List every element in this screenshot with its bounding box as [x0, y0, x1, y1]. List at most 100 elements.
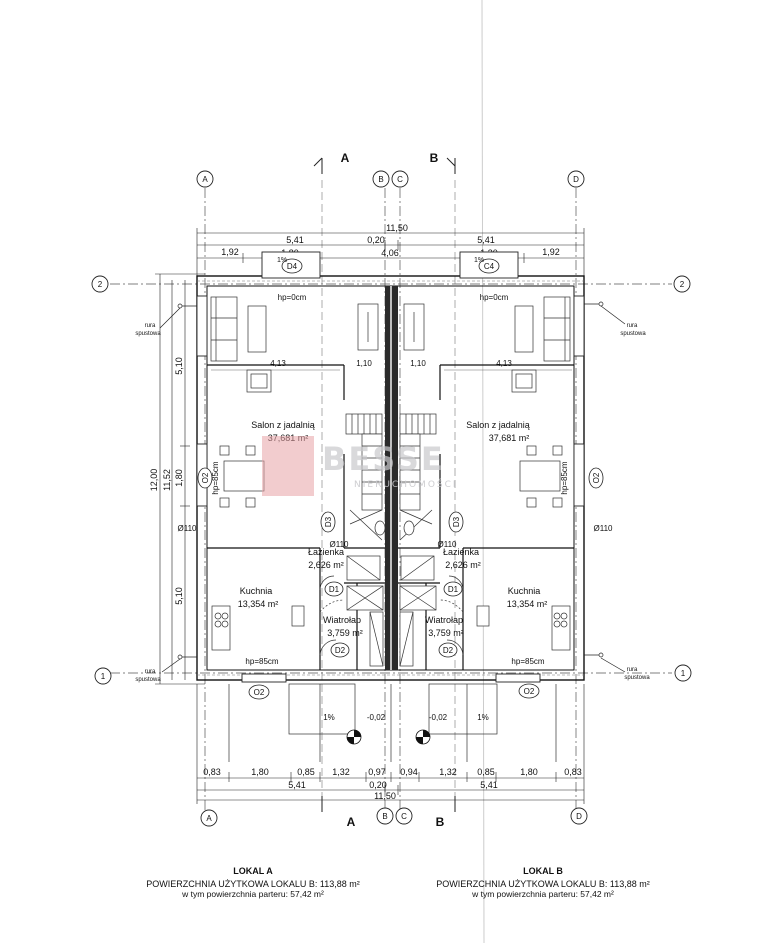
tag-d1-right: D1 — [448, 585, 459, 594]
tag-d2-left: D2 — [335, 646, 346, 655]
level-markers — [346, 729, 431, 745]
opening-tags — [197, 258, 604, 700]
dim-top-l1: 1,92 — [221, 247, 239, 257]
grid-c-bottom: C — [401, 812, 407, 821]
pipe-left: Ø110 — [178, 524, 198, 533]
dim-inner-110-left: 1,10 — [356, 359, 372, 368]
hp0-left: hp=0cm — [278, 293, 307, 302]
slope-tag-l: 1% — [277, 257, 287, 264]
section-a-top: A — [341, 151, 350, 165]
grid-d-top: D — [573, 175, 579, 184]
caption-a-title: LOKAL A — [233, 866, 273, 876]
dim-side-top: 5,10 — [174, 357, 184, 375]
level-left: -0,02 — [367, 713, 386, 722]
tag-d3-left: D3 — [324, 516, 333, 527]
grid-1-left: 1 — [101, 672, 106, 681]
tag-d1-left: D1 — [329, 585, 340, 594]
tag-o2-right: O2 — [592, 472, 601, 483]
caption-a-ground: w tym powierzchnia parteru: 57,42 m² — [182, 889, 324, 899]
dim-top-left-half: 5,41 — [286, 235, 304, 245]
dim-bottom-8: 0,85 — [477, 767, 495, 777]
grid-b-top: B — [378, 175, 383, 184]
hp85-bottom-right: hp=85cm — [511, 657, 544, 666]
dim-bottom-1: 0,83 — [203, 767, 221, 777]
dim-side-total: 12,00 — [149, 469, 159, 492]
room-lazienka-right-area: 2,626 m² — [445, 560, 481, 570]
dim-bottom-2: 1,80 — [251, 767, 269, 777]
room-kuchnia-left: Kuchnia — [240, 586, 273, 596]
grid-b-bottom: B — [382, 812, 387, 821]
grid-c-top: C — [397, 175, 403, 184]
room-salon-left-area: 37,681 m² — [268, 433, 309, 443]
grid-d-bottom: D — [576, 812, 582, 821]
tag-d4: D4 — [287, 262, 298, 271]
caption-b-area: POWIERZCHNIA UŻYTKOWA LOKALU B: 113,88 m… — [436, 879, 650, 889]
slope-entrance-right: 1% — [477, 713, 489, 722]
dim-bottom-9: 1,80 — [520, 767, 538, 777]
dim-top-total: 11,50 — [386, 223, 408, 233]
hp85-right: hp=85cm — [560, 461, 569, 494]
room-lazienka-left-area: 2,626 m² — [308, 560, 344, 570]
dim-side-inner: 11,52 — [162, 469, 172, 491]
dim-bottom-total: 11,50 — [374, 791, 396, 801]
spustowa-label-br: spustowa — [624, 675, 650, 681]
tag-c4: C4 — [484, 262, 495, 271]
tag-o2-bl: O2 — [254, 688, 265, 697]
rura-label-bl: rura — [145, 669, 156, 675]
dim-inner-413-right: 4,13 — [496, 359, 512, 368]
rura-label-tl: rura — [145, 323, 156, 329]
caption-unit-a: LOKAL A POWIERZCHNIA UŻYTKOWA LOKALU B: … — [128, 866, 378, 899]
dim-side-mid: 1,80 — [174, 469, 184, 487]
room-salon-right-area: 37,681 m² — [489, 433, 530, 443]
caption-b-title: LOKAL B — [523, 866, 563, 876]
grid-2-right: 2 — [680, 280, 685, 289]
grid-a-top: A — [202, 175, 208, 184]
spustowa-label-tl: spustowa — [135, 331, 161, 337]
dim-inner-413-left: 4,13 — [270, 359, 286, 368]
fixtures — [211, 520, 571, 667]
spustowa-label-tr: spustowa — [620, 331, 646, 337]
dim-bottom-right-half: 5,41 — [480, 780, 498, 790]
room-wiatrolap-left: Wiatrołap — [323, 615, 361, 625]
pipe-center-left: Ø110 — [330, 540, 350, 549]
grid-1-right: 1 — [681, 669, 686, 678]
dim-bottom — [196, 684, 585, 804]
section-b-top: B — [430, 151, 439, 165]
dim-bottom-middle: 0,20 — [369, 780, 387, 790]
room-kuchnia-left-area: 13,354 m² — [238, 599, 279, 609]
dim-top-center: 4,06 — [381, 248, 399, 258]
dim-top-r2: 1,92 — [542, 247, 560, 257]
hp0-right: hp=0cm — [480, 293, 509, 302]
rura-label-br: rura — [627, 667, 638, 673]
section-lines — [313, 157, 456, 812]
pipe-right: Ø110 — [594, 524, 614, 533]
room-lazienka-left: Łazienka — [308, 547, 344, 557]
dim-bottom-6: 0,94 — [400, 767, 418, 777]
room-kuchnia-right: Kuchnia — [508, 586, 541, 596]
tag-o2-br: O2 — [524, 687, 535, 696]
level-right: -0,02 — [429, 713, 448, 722]
hp85-left: hp=85cm — [211, 461, 220, 494]
room-lazienka-right: Łazienka — [443, 547, 479, 557]
dim-side — [155, 273, 205, 685]
grid-bubbles — [91, 170, 692, 827]
dim-bottom-3: 0,85 — [297, 767, 315, 777]
dim-bottom-5: 0,97 — [368, 767, 386, 777]
downspouts — [159, 301, 626, 673]
furniture — [210, 296, 571, 508]
dim-top-right-half: 5,41 — [477, 235, 495, 245]
room-salon-right: Salon z jadalnią — [466, 420, 530, 430]
dim-top — [196, 228, 585, 280]
room-wiatrolap-right-area: 3,759 m² — [428, 628, 464, 638]
slope-entrance-left: 1% — [323, 713, 335, 722]
room-wiatrolap-left-area: 3,759 m² — [327, 628, 363, 638]
hp85-bottom-left: hp=85cm — [245, 657, 278, 666]
spustowa-label-bl: spustowa — [135, 677, 161, 683]
tag-o2-left: O2 — [201, 472, 210, 483]
tag-d2-right: D2 — [443, 646, 454, 655]
room-kuchnia-right-area: 13,354 m² — [507, 599, 548, 609]
dim-bottom-4: 1,32 — [332, 767, 350, 777]
paper-fold — [481, 0, 485, 943]
section-b-bottom: B — [436, 815, 445, 829]
